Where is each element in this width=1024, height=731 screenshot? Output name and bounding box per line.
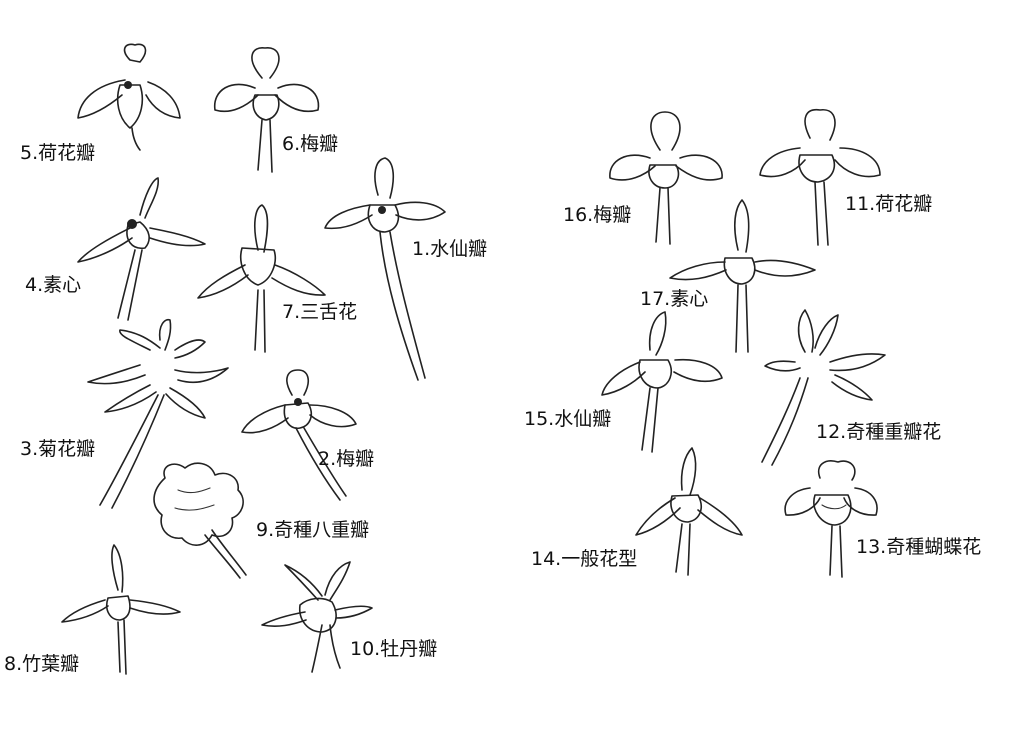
flower-6-sketch	[214, 47, 320, 173]
label-14: 14.一般花型	[531, 548, 638, 570]
label-15: 15.水仙瓣	[524, 408, 612, 430]
label-1: 1.水仙瓣	[412, 238, 488, 260]
flower-13-sketch	[784, 460, 878, 578]
flower-2-sketch	[241, 369, 357, 501]
flower-3-sketch	[87, 318, 229, 509]
label-13: 13.奇種蝴蝶花	[856, 536, 982, 558]
flower-11-sketch	[759, 109, 881, 246]
label-11: 11.荷花瓣	[845, 193, 933, 215]
flower-16-sketch	[609, 111, 723, 245]
label-10: 10.牡丹瓣	[350, 638, 438, 660]
flower-14-sketch	[635, 447, 743, 576]
flower-17-sketch	[669, 199, 816, 353]
label-17: 17.素心	[640, 288, 709, 310]
flower-4-sketch	[77, 177, 206, 321]
flower-5-sketch	[77, 43, 181, 151]
label-5: 5.荷花瓣	[20, 142, 96, 164]
flower-15-sketch	[601, 311, 723, 453]
flower-7-sketch	[197, 204, 326, 353]
label-2: 2.梅瓣	[318, 448, 375, 470]
label-3: 3.菊花瓣	[20, 438, 96, 460]
flower-12-sketch	[761, 309, 886, 466]
flower-10-sketch	[261, 561, 373, 673]
label-7: 7.三舌花	[282, 301, 358, 323]
label-8: 8.竹葉瓣	[4, 653, 80, 675]
label-9: 9.奇種八重瓣	[256, 519, 370, 541]
label-6: 6.梅瓣	[282, 133, 339, 155]
label-12: 12.奇種重瓣花	[816, 421, 942, 443]
label-16: 16.梅瓣	[563, 204, 632, 226]
flower-8-sketch	[61, 544, 181, 675]
flower-1-sketch	[324, 157, 446, 381]
label-4: 4.素心	[25, 274, 82, 296]
flower-9-sketch	[153, 462, 247, 579]
